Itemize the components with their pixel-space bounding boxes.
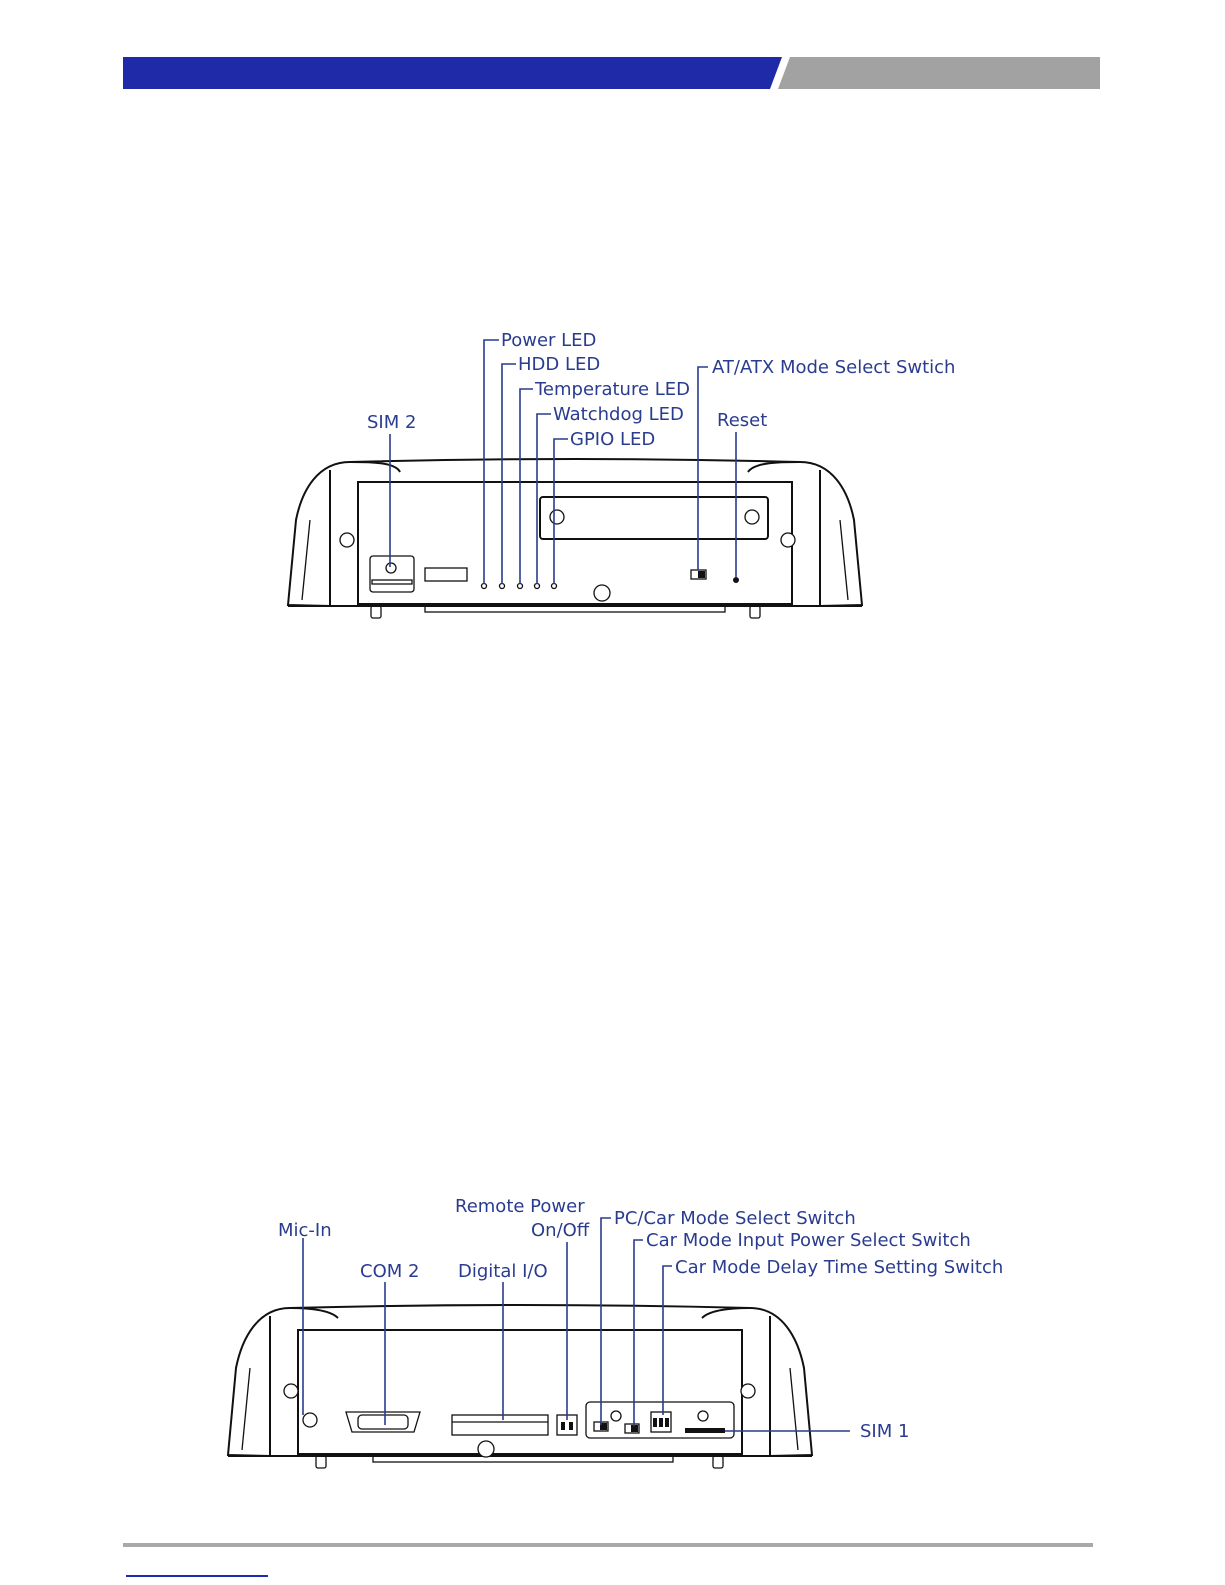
- label-mic-in: Mic-In: [278, 1220, 332, 1241]
- label-car-input-power-switch: Car Mode Input Power Select Switch: [646, 1230, 971, 1251]
- label-remote-power-line1: Remote Power: [455, 1196, 585, 1217]
- label-sim1: SIM 1: [860, 1421, 909, 1442]
- footer-link-underline[interactable]: [126, 1575, 268, 1577]
- label-hdd-led: HDD LED: [518, 354, 600, 375]
- label-com2: COM 2: [360, 1261, 419, 1282]
- front-leader-lines: [390, 340, 736, 584]
- label-gpio-led: GPIO LED: [570, 429, 655, 450]
- label-at-atx-switch: AT/ATX Mode Select Swtich: [712, 357, 955, 378]
- footer-rule: [123, 1543, 1093, 1547]
- label-reset: Reset: [717, 410, 767, 431]
- label-temperature-led: Temperature LED: [534, 379, 690, 400]
- front-panel-figure: SIM 2 Power LED HDD LED Temperature LED …: [288, 330, 955, 618]
- rear-panel-figure: Mic-In COM 2 Digital I/O Remote Power On…: [228, 1196, 1003, 1468]
- rear-device-drawing: [228, 1305, 812, 1468]
- label-remote-power-line2: On/Off: [531, 1220, 590, 1241]
- front-device-drawing: [288, 459, 862, 618]
- label-power-led: Power LED: [501, 330, 596, 351]
- label-watchdog-led: Watchdog LED: [553, 404, 684, 425]
- label-car-delay-switch: Car Mode Delay Time Setting Switch: [675, 1257, 1003, 1278]
- label-sim2: SIM 2: [367, 412, 416, 433]
- label-pc-car-switch: PC/Car Mode Select Switch: [614, 1208, 856, 1229]
- label-digital-io: Digital I/O: [458, 1261, 548, 1282]
